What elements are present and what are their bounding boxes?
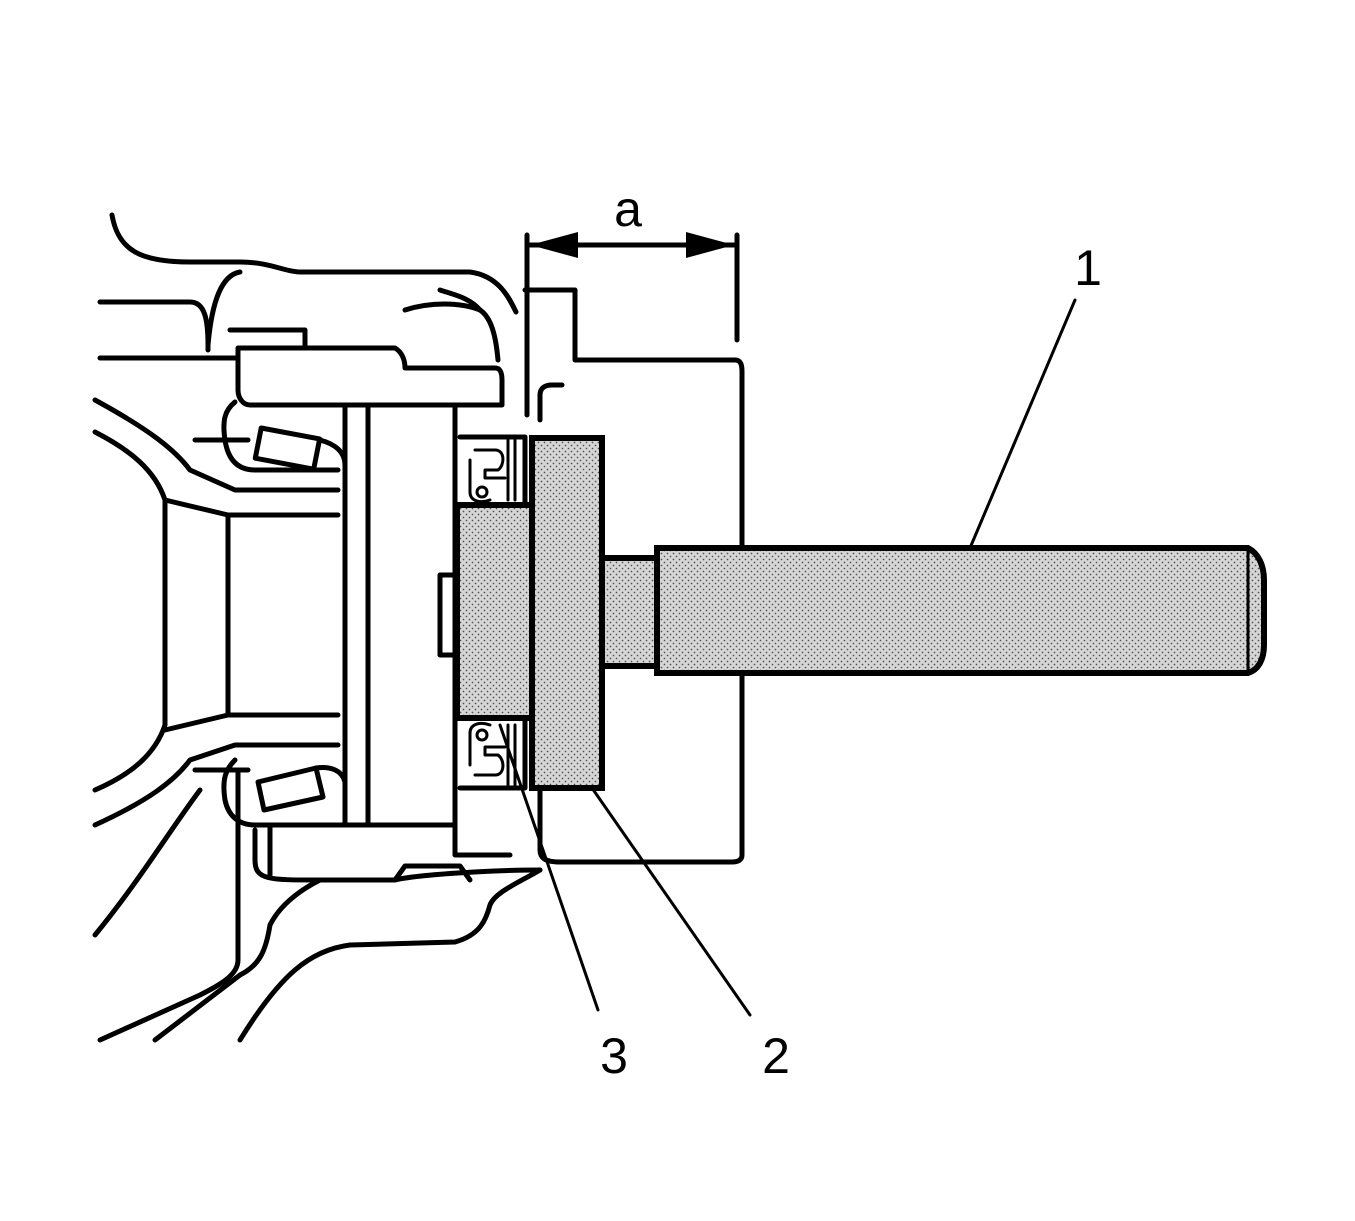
seal-installer-tool bbox=[454, 435, 1267, 791]
callout-1: 1 bbox=[1074, 240, 1102, 296]
leader-lines bbox=[498, 298, 1077, 1017]
leader-line-2 bbox=[590, 786, 752, 1017]
installer-neck bbox=[599, 555, 660, 669]
callout-2: 2 bbox=[762, 1028, 790, 1084]
callout-3: 3 bbox=[600, 1028, 628, 1084]
leader-line-3 bbox=[498, 723, 600, 1012]
installer-disc bbox=[529, 435, 605, 791]
installer-handle bbox=[654, 545, 1267, 676]
axle-housing bbox=[92, 212, 745, 1043]
installer-pilot bbox=[454, 502, 535, 721]
dimension-a-label: a bbox=[614, 181, 642, 237]
dimension-a: a bbox=[524, 181, 740, 418]
upper-bearing-roller bbox=[252, 425, 348, 472]
shaft-nub bbox=[437, 572, 458, 658]
lower-bearing-roller bbox=[255, 765, 348, 813]
leader-line-1 bbox=[968, 298, 1077, 550]
